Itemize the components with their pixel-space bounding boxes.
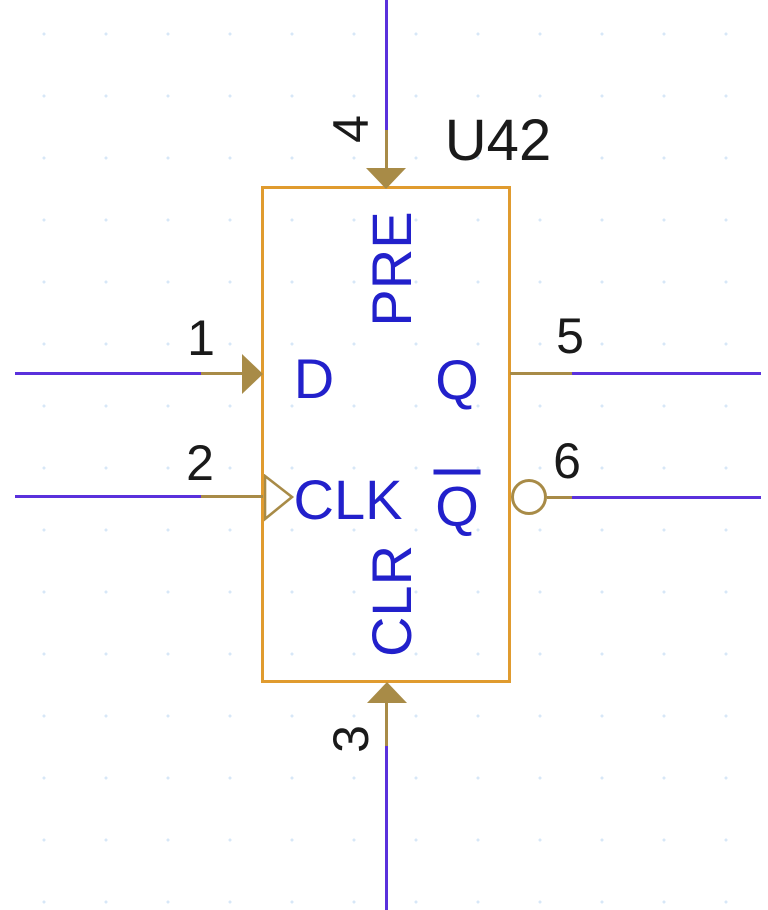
pin-number-3[interactable]: 3 [323, 725, 379, 753]
pin1-stub[interactable] [201, 372, 245, 375]
pin6-stub[interactable] [547, 496, 572, 499]
wire-pin5[interactable] [571, 372, 761, 375]
wire-pin2[interactable] [15, 495, 201, 498]
pin2-stub[interactable] [201, 495, 263, 498]
pin-name-d: D [293, 347, 335, 410]
pin3-stub[interactable] [385, 700, 388, 746]
pin5-stub[interactable] [510, 372, 572, 375]
pin-number-6[interactable]: 6 [553, 433, 581, 489]
pin-name-pre: PRE [360, 211, 423, 327]
pin-number-2[interactable]: 2 [186, 435, 214, 491]
pin4-stub[interactable] [385, 130, 388, 172]
pin-name-clr: CLR [360, 544, 423, 658]
pin1-arrow-icon[interactable] [242, 354, 263, 394]
wire-pin1[interactable] [15, 372, 201, 375]
pin4-arrow-icon[interactable] [366, 168, 406, 189]
pin3-arrow-icon[interactable] [367, 682, 407, 703]
pin6-inversion-bubble-icon[interactable] [511, 479, 547, 515]
pin-name-q: Q [435, 348, 479, 411]
pin-number-1[interactable]: 1 [187, 310, 215, 366]
wire-pin4[interactable] [385, 0, 388, 132]
wire-pin6[interactable] [571, 496, 761, 499]
pin-number-4[interactable]: 4 [323, 115, 379, 143]
wire-pin3[interactable] [385, 745, 388, 910]
pin-number-5[interactable]: 5 [556, 308, 584, 364]
pin2-clock-wedge-icon[interactable] [264, 474, 298, 522]
refdes-label[interactable]: U42 [444, 108, 552, 173]
pin-name-clk: CLK [293, 468, 403, 531]
overbar-icon [433, 469, 481, 475]
pin-name-qbar: Q [433, 469, 481, 535]
